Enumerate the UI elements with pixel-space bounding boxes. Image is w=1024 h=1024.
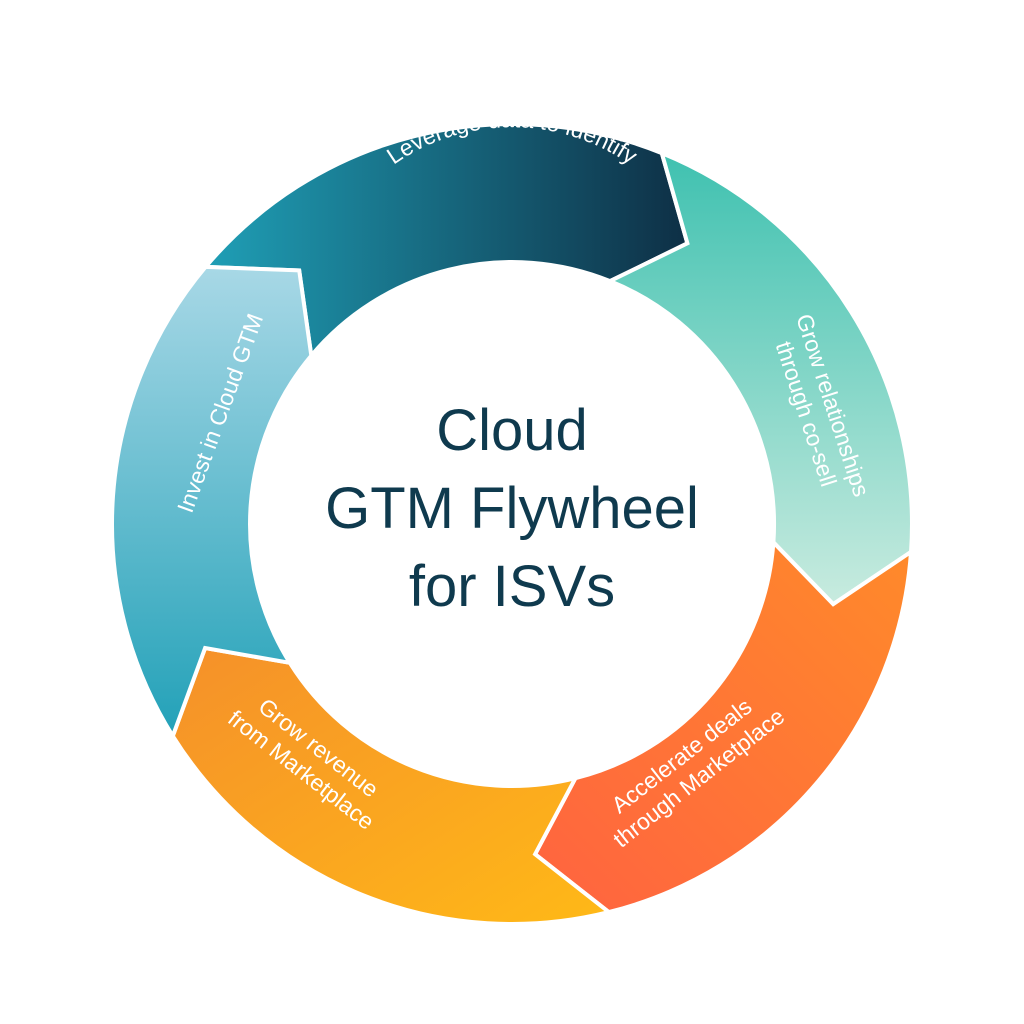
center-title-line2: GTM Flywheel [325,476,699,541]
center-title-line1: Cloud [436,398,588,463]
center-title-line3: for ISVs [409,554,615,619]
flywheel-segment-invest-cloud-gtm [110,264,314,741]
flywheel-segment-grow-revenue [170,645,614,926]
